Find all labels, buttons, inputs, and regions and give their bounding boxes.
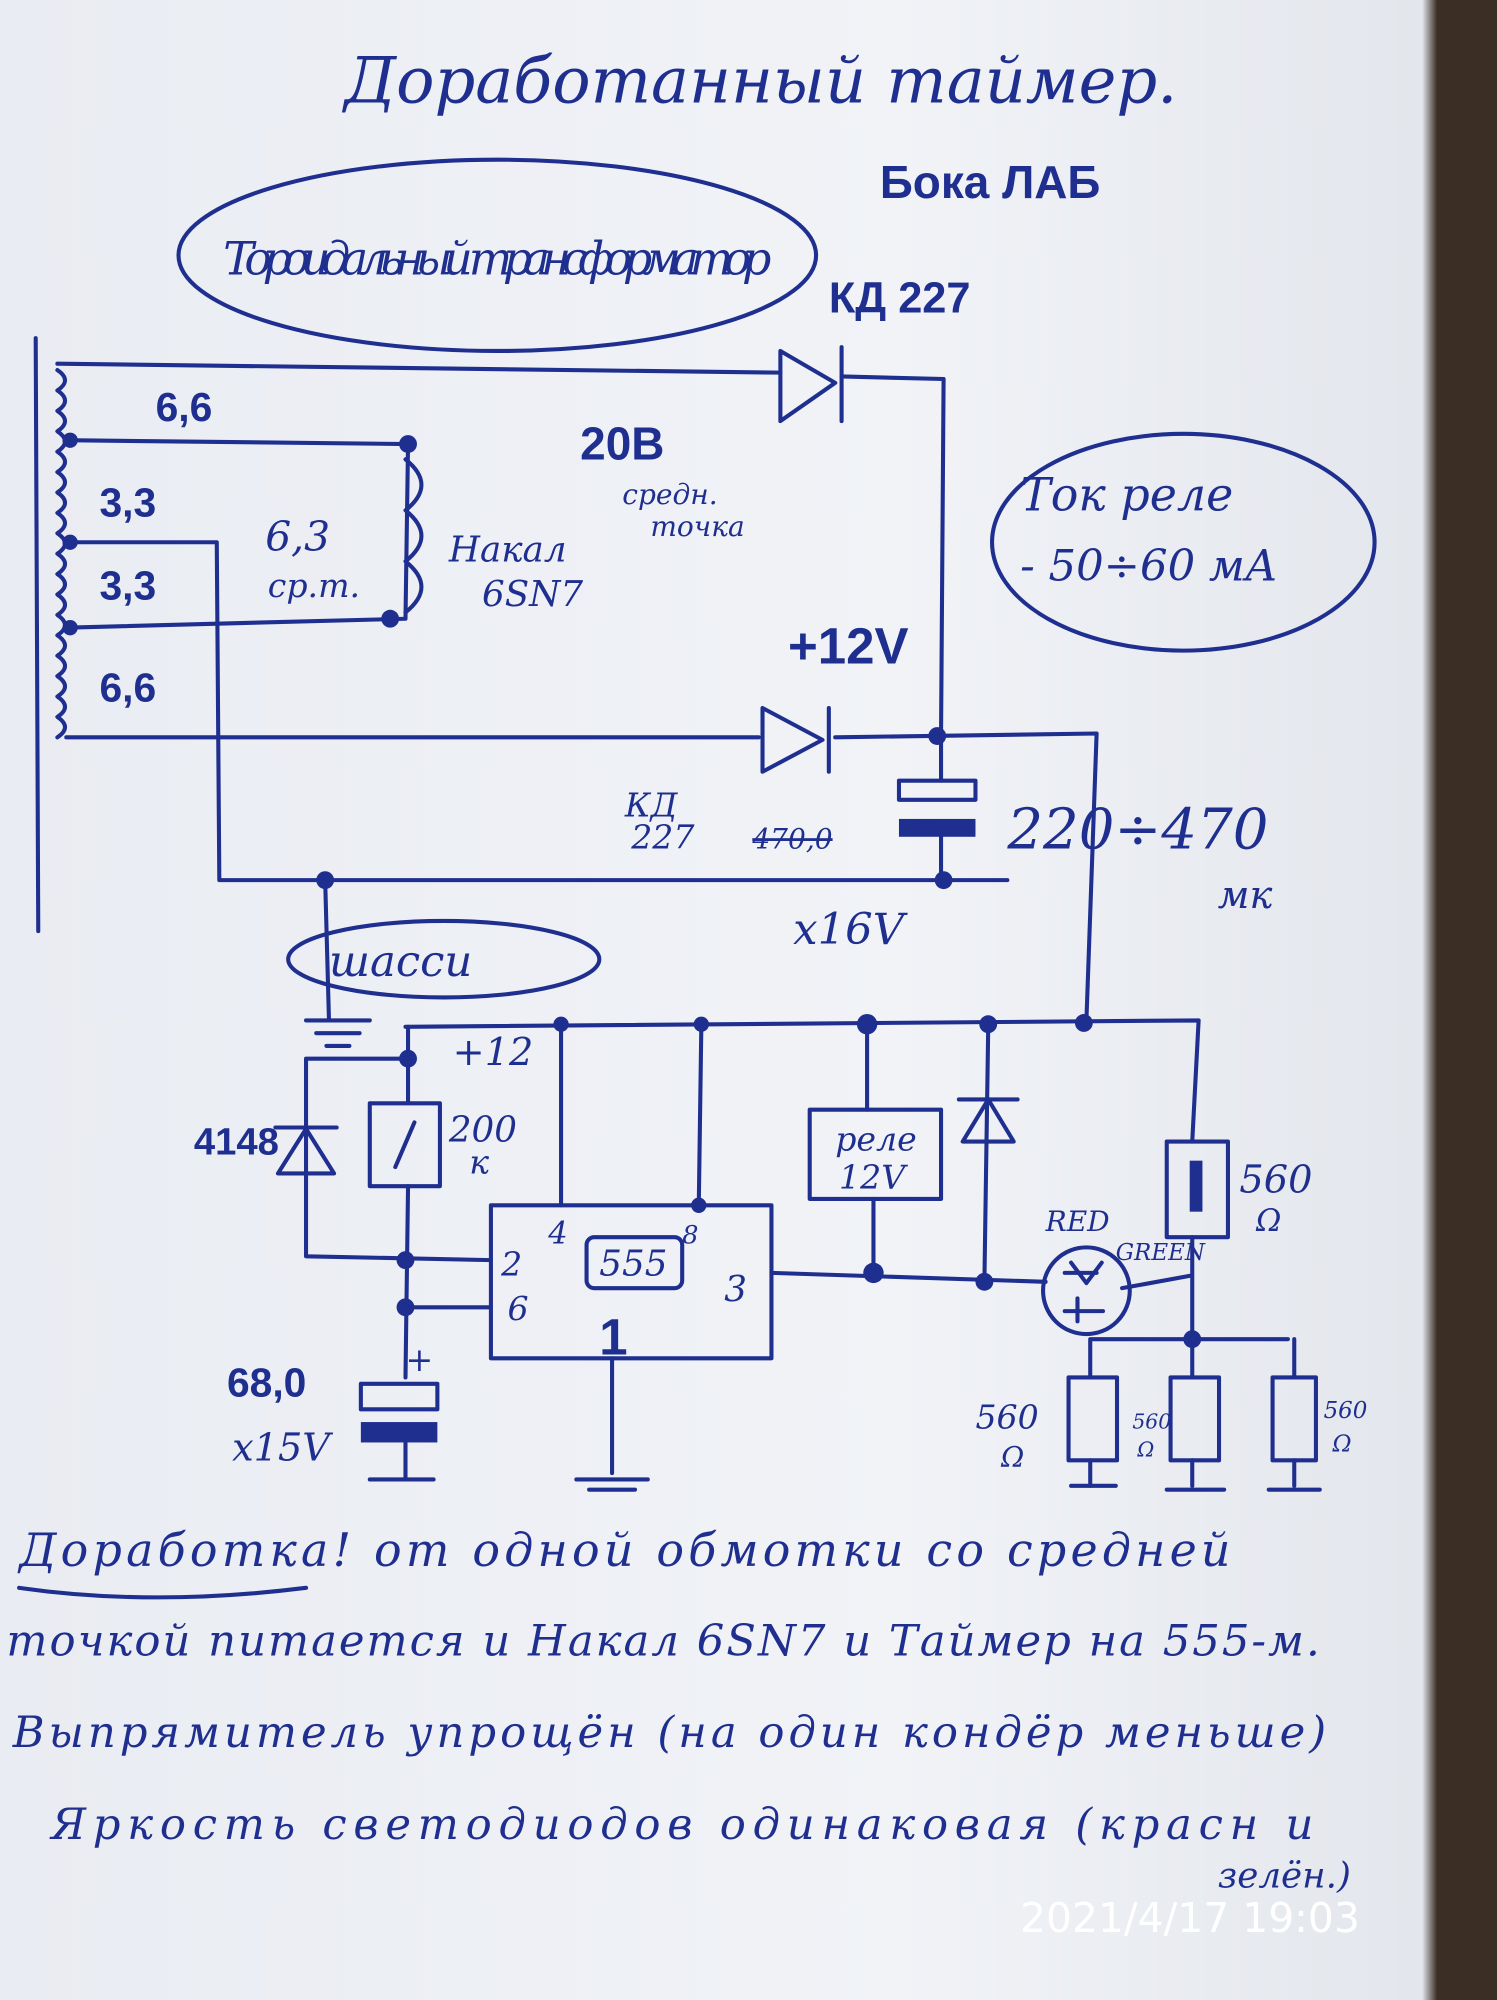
title: Доработанный таймер.: [341, 44, 1177, 118]
diode-kd227-top: [778, 345, 844, 424]
relay-label: реле: [835, 1119, 917, 1158]
note-line: зелён.): [1218, 1855, 1351, 1896]
heater-ct: ср.т.: [268, 566, 360, 605]
pin-label: 6: [508, 1289, 529, 1328]
author: Бока ЛАБ: [880, 156, 1101, 208]
resistor-unit: Ω: [1136, 1437, 1154, 1461]
resistor-unit: Ω: [1255, 1204, 1281, 1239]
resistor-560: [1164, 1139, 1230, 1240]
resistor-value: 560: [975, 1397, 1038, 1436]
midpoint-label: точка: [650, 510, 744, 543]
tap-label: 6,6: [156, 384, 213, 430]
heater-coil: [403, 457, 424, 615]
tap-label: 3,3: [99, 563, 156, 609]
pin-label: 2: [500, 1244, 522, 1283]
filter-capacitor: [896, 778, 978, 837]
note-line: Яркость светодиодов одинаковая (красн и: [49, 1800, 1313, 1850]
plus12v-label: +12V: [788, 617, 909, 674]
resistor-560: [1066, 1375, 1120, 1463]
relay-current-oval: [990, 431, 1377, 653]
cap68-value: 68,0: [227, 1360, 306, 1406]
resistor-560: [1270, 1375, 1318, 1463]
plus12-label: +12: [453, 1030, 534, 1075]
zener-diode-relay: [956, 1097, 1020, 1144]
relay-current-value: - 50÷60 мА: [1020, 541, 1278, 591]
diode-bottom-label-2: 227: [630, 817, 695, 856]
pin-label: 4: [547, 1217, 567, 1252]
led-red-label: RED: [1045, 1205, 1110, 1238]
pin-label: 8: [682, 1221, 698, 1251]
pin-label: 3: [724, 1269, 747, 1310]
cap68-plus: +: [405, 1340, 433, 1379]
chassis-oval: [286, 918, 602, 1000]
resistor-560: [1168, 1375, 1222, 1463]
note-line: Доработка! от одной обмотки со средней: [17, 1523, 1230, 1577]
tap-label: 6,6: [99, 665, 156, 711]
tap-label: 3,3: [99, 480, 156, 526]
timing-capacitor-68: [358, 1381, 440, 1443]
timer-wires: [303, 1024, 1322, 1492]
heater-label: Накал: [448, 529, 567, 570]
midpoint-label: средн.: [622, 478, 717, 511]
resistor-value: 560: [1239, 1158, 1312, 1203]
cap-unit: мк: [1218, 873, 1273, 918]
diode-bottom-label-1: КД: [624, 785, 679, 824]
diode-4148: [273, 1125, 339, 1176]
transformer-label: Тороидальный трансформатор: [223, 231, 771, 285]
relay-voltage: 12V: [839, 1158, 908, 1197]
pin-label: 1: [599, 1308, 627, 1365]
relay-12v: [807, 1107, 944, 1201]
note-line: точкой питается и Накал 6SN7 и Таймер на…: [6, 1616, 1319, 1666]
diode-4148-label: 4148: [194, 1120, 279, 1163]
bicolor-led: [1041, 1245, 1132, 1337]
resistor-unit: Ω: [1000, 1441, 1024, 1474]
heater-tube: 6SN7: [482, 574, 583, 615]
cap-voltage: x16V: [793, 905, 908, 955]
wires: [55, 361, 1201, 1144]
led-green-label: GREEN: [1116, 1240, 1206, 1266]
resistor-value: 560: [1132, 1409, 1171, 1433]
transformer-label-oval: [176, 157, 819, 354]
transformer-winding: [33, 336, 68, 934]
ic-555: [488, 1203, 774, 1361]
resistor-value: 560: [1324, 1398, 1368, 1424]
diode-kd227-bottom: [760, 705, 831, 774]
heater-voltage: 6,3: [265, 513, 330, 561]
res-200-value: 200: [448, 1110, 517, 1151]
cap68-voltage: x15V: [232, 1425, 333, 1470]
resistor-unit: Ω: [1332, 1431, 1352, 1457]
photo-timestamp: 2021/4/17 19:03: [1020, 1894, 1360, 1942]
v20-label: 20В: [580, 417, 664, 469]
diode-top-label: КД 227: [829, 275, 971, 323]
ic-555-label: 555: [599, 1243, 667, 1284]
notes: Доработка! от одной обмотки со средней т…: [6, 1523, 1351, 1896]
ic-555-label-box: [584, 1235, 685, 1291]
led-symbol: [1062, 1260, 1106, 1324]
chassis-label: шасси: [329, 937, 472, 987]
cap-range: 220÷470: [1006, 797, 1268, 862]
note-line: Выпрямитель упрощён (на один кондёр мень…: [12, 1708, 1326, 1758]
cap-crossed-value: 470,0: [751, 822, 832, 855]
relay-current-label: Ток реле: [1020, 467, 1233, 521]
res-200-unit: к: [469, 1142, 489, 1181]
resistor-200k: [367, 1101, 442, 1189]
